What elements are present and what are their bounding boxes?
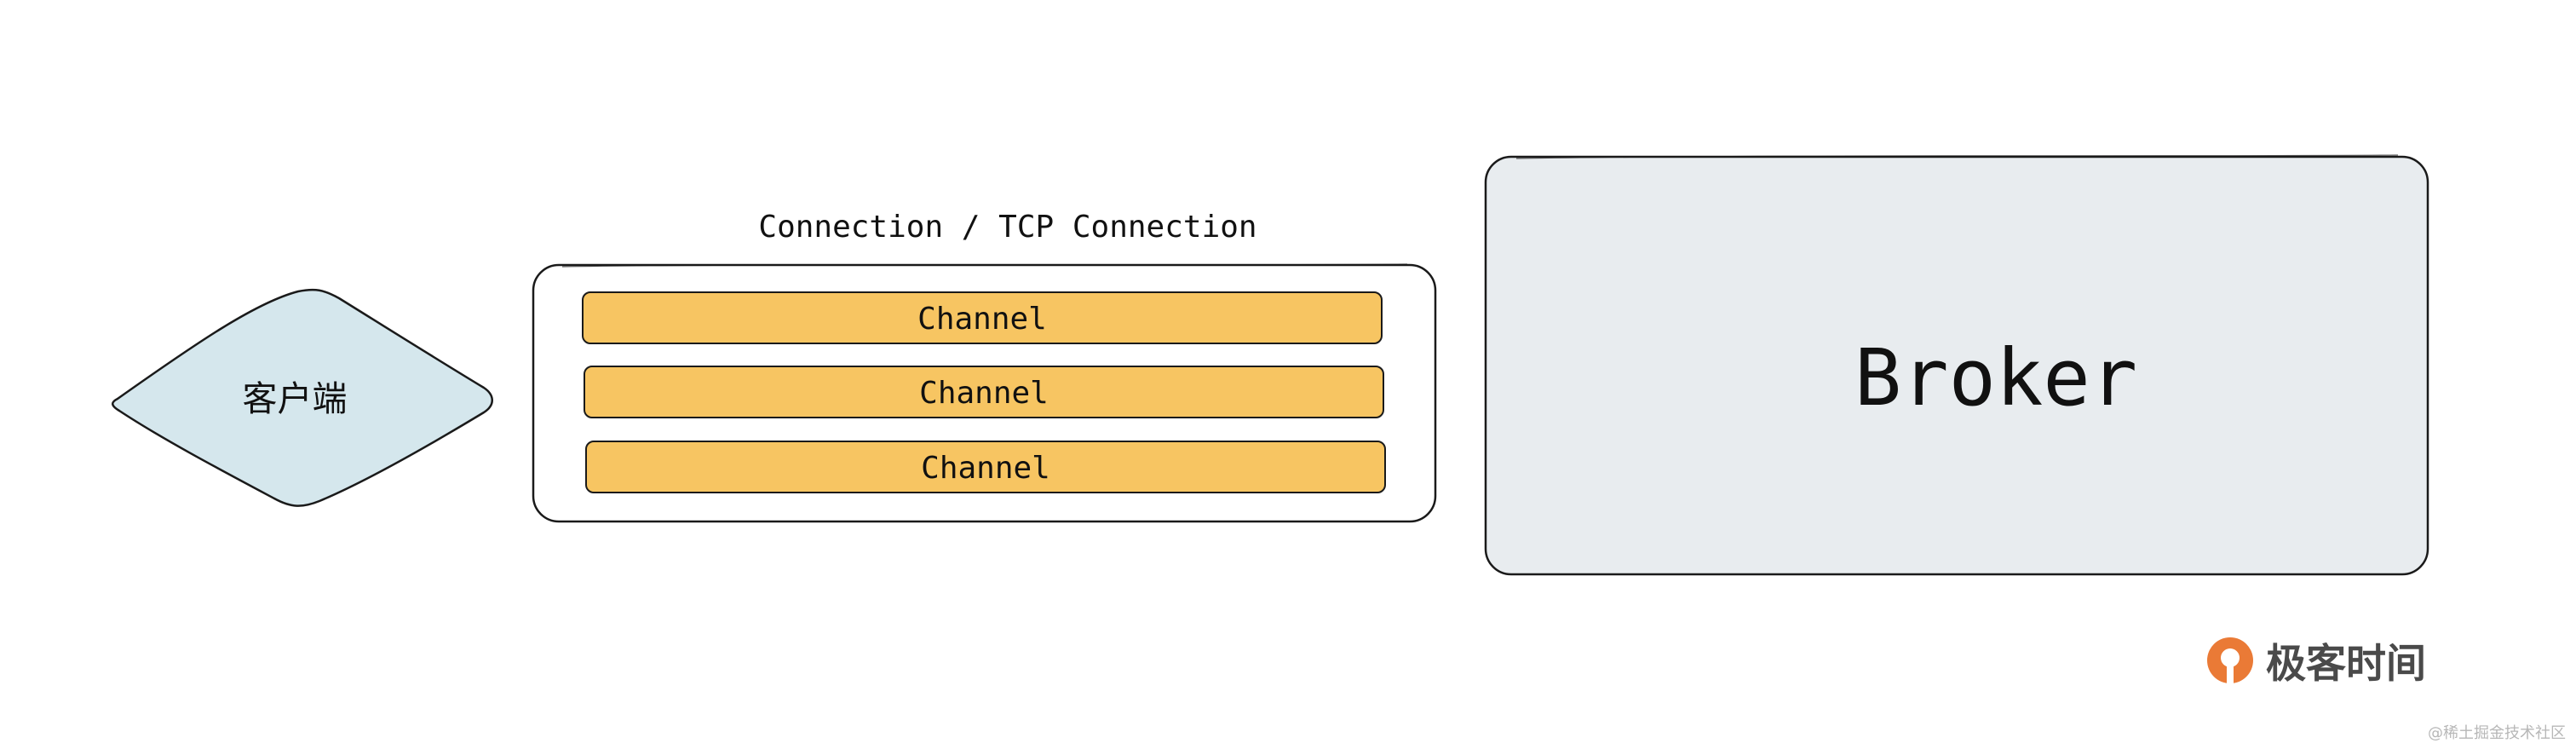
connection-title: Connection / TCP Connection: [758, 210, 1256, 245]
broker-label: Broker: [1854, 332, 2137, 423]
channel-3: Channel: [585, 441, 1386, 493]
watermark-text: @稀土掘金技术社区: [2428, 724, 2566, 742]
channel-3-label: Channel: [921, 451, 1050, 486]
client-node: 客户端: [112, 288, 493, 507]
brand-name: 极客时间: [2266, 641, 2426, 688]
connection-box-sketch-line: [561, 263, 1408, 268]
channel-2-label: Channel: [919, 376, 1049, 411]
broker-box-sketch-line: [1515, 154, 2399, 159]
channel-3-bar: [585, 441, 1386, 493]
geektime-logo-icon: [2207, 637, 2253, 687]
brand-logo: 极客时间: [2207, 637, 2426, 688]
client-label: 客户端: [243, 378, 348, 419]
channel-1-label: Channel: [917, 302, 1047, 337]
channel-1: Channel: [582, 291, 1383, 344]
channel-2-bar: [584, 366, 1384, 418]
channel-2: Channel: [584, 366, 1384, 418]
channel-1-bar: [582, 291, 1383, 344]
broker-node: Broker: [1484, 154, 2429, 576]
broker-box: [1484, 155, 2429, 576]
connection-container: Channel Channel Channel: [532, 263, 1437, 523]
client-diamond-shape: [112, 288, 493, 507]
